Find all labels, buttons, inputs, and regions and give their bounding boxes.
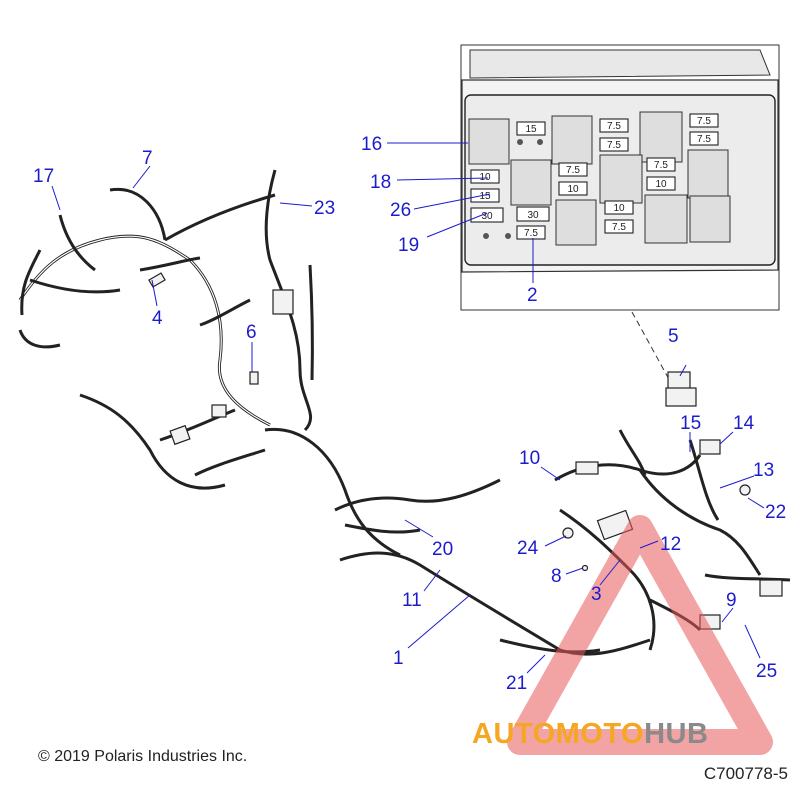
callout-3: 3: [591, 584, 602, 605]
fuse-label: 30: [527, 210, 539, 221]
fuse-label: 10: [613, 203, 625, 214]
callout-17: 17: [33, 166, 54, 187]
part-number: C700778-5: [703, 764, 788, 783]
watermark-triangle: [507, 515, 773, 755]
copyright-notice: © 2019 Polaris Industries Inc.: [38, 748, 248, 765]
callout-11: 11: [402, 590, 422, 611]
callout-7: 7: [142, 148, 153, 169]
callout-23: 23: [314, 198, 335, 219]
callout-numbers: 16 18 26 19 2 7 17 23 4 6 5 15 14 13 22 …: [33, 134, 786, 694]
callout-1: 1: [393, 648, 404, 669]
fuse-label: 7.5: [654, 160, 668, 171]
callout-8: 8: [551, 566, 562, 587]
callout-15: 15: [680, 413, 701, 434]
callout-12: 12: [660, 534, 681, 555]
fuse-label: 7.5: [607, 140, 621, 151]
callout-2: 2: [527, 285, 538, 306]
callout-25: 25: [756, 661, 777, 682]
fuse-label: 10: [655, 179, 667, 190]
callout-20: 20: [432, 539, 453, 560]
fuse-label: 30: [481, 211, 493, 222]
callout-19: 19: [398, 235, 419, 256]
fuse-box-inset: 15 7.5 7.5 7.5 7.5 10 15 30 7.5 10 7.5 1…: [460, 44, 780, 311]
fuse-label: 7.5: [524, 228, 538, 239]
callout-21: 21: [506, 673, 527, 694]
fuse-label: 15: [479, 191, 491, 202]
fuse-label: 10: [479, 172, 491, 183]
main-harness: [18, 169, 791, 656]
callout-16: 16: [361, 134, 382, 155]
callout-22: 22: [765, 502, 786, 523]
callout-5: 5: [668, 326, 679, 347]
callout-13: 13: [753, 460, 774, 481]
callout-18: 18: [370, 172, 391, 193]
callout-9: 9: [726, 590, 737, 611]
watermark-brand: AUTOMOTOHUB: [472, 718, 708, 751]
fuse-label: 7.5: [612, 222, 626, 233]
callout-24: 24: [517, 538, 539, 559]
connectors: [148, 272, 783, 630]
fuse-label: 7.5: [566, 165, 580, 176]
fuse-label: 7.5: [697, 116, 711, 127]
fuse-label: 7.5: [697, 134, 711, 145]
fuse-label: 7.5: [607, 121, 621, 132]
fuse-label: 10: [567, 184, 579, 195]
callout-26: 26: [390, 200, 411, 221]
fuse-array: 15 7.5 7.5 7.5 7.5 10 15 30 7.5 10 7.5 1…: [470, 113, 719, 240]
brand-part-1: AUTOMOTO: [472, 718, 645, 750]
brand-part-2: HUB: [644, 718, 709, 750]
fuse-label: 15: [525, 124, 537, 135]
callout-leaders: [51, 142, 765, 674]
callout-10: 10: [519, 448, 540, 469]
callout-6: 6: [246, 322, 257, 343]
callout-14: 14: [733, 413, 755, 434]
callout-4: 4: [152, 308, 163, 329]
